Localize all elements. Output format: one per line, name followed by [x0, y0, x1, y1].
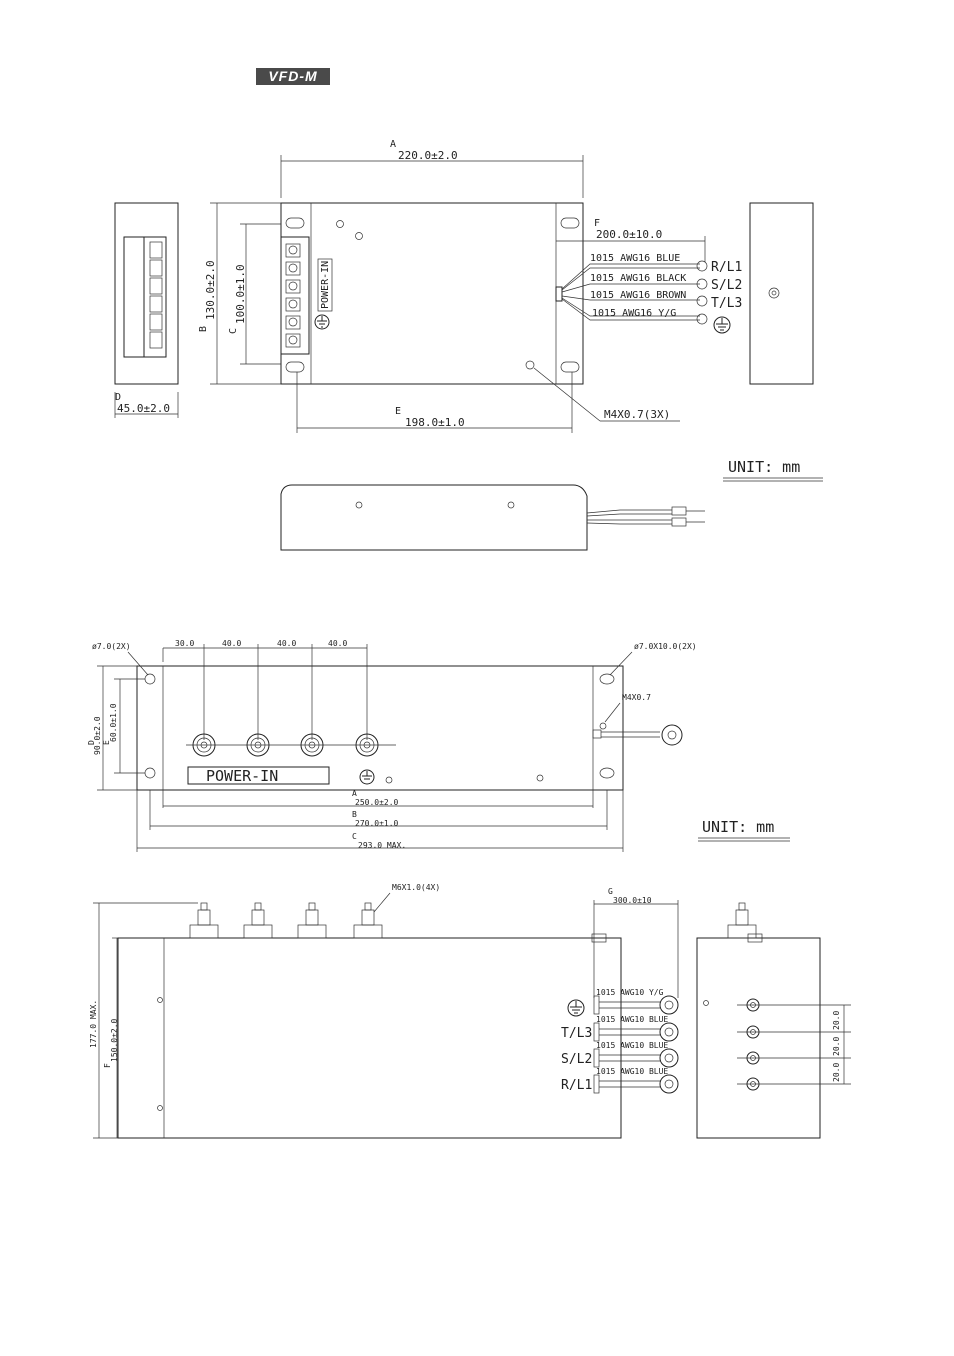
end-pitch-3: 20.0 — [832, 1063, 841, 1082]
dim-d2-value: 90.0±2.0 — [93, 716, 102, 755]
pitch-1: 30.0 — [175, 639, 194, 648]
terminal-r-l1: R/L1 — [711, 260, 742, 275]
dim-a-value: 220.0±2.0 — [398, 149, 458, 162]
terminal3-r-l1: R/L1 — [561, 1078, 592, 1093]
dim-b2-letter: B — [352, 810, 357, 819]
filter-body-top-view — [280, 202, 584, 385]
ground-symbol-icon — [314, 314, 330, 330]
drawing-3-large-filter-side: M6X1.0(4X) G 300.0±10 1015 AWG10 Y/G 101… — [89, 883, 851, 1139]
wire3-label-1: 1015 AWG10 Y/G — [596, 988, 664, 997]
unit-label-2: UNIT: mm — [702, 818, 774, 836]
brand-logo: VFD-M — [256, 68, 330, 85]
filter-side-view — [280, 484, 588, 551]
hole-callout-right: ø7.0X10.0(2X) — [634, 642, 697, 651]
terminal3-t-l3: T/L3 — [561, 1026, 592, 1041]
pitch-2: 40.0 — [222, 639, 241, 648]
right-end-view — [749, 202, 814, 385]
dim-g-value: 300.0±10 — [613, 896, 652, 905]
wire-label-3: 1015 AWG16 BROWN — [590, 290, 686, 301]
wire3-label-2: 1015 AWG10 BLUE — [596, 1015, 668, 1024]
drawing-2-large-filter-top: ø7.0(2X) ø7.0X10.0(2X) 30.0 40.0 40.0 40… — [87, 639, 790, 852]
dim-f3-letter: F — [103, 1063, 112, 1068]
power-in-label-2: POWER-IN — [206, 767, 278, 785]
power-in-label-1: POWER-IN — [320, 261, 331, 309]
ground-terminal-icon — [713, 316, 731, 334]
dim-b-letter: B — [198, 326, 209, 332]
dim-b-value: 130.0±2.0 — [204, 260, 217, 320]
dim-c-value: 100.0±1.0 — [234, 264, 247, 324]
wire-label-1: 1015 AWG16 BLUE — [590, 253, 680, 264]
terminal-s-l2: S/L2 — [711, 278, 742, 293]
screw-callout-2: M4X0.7 — [622, 693, 651, 702]
terminal-block-top — [280, 236, 310, 355]
dim-e-value: 198.0±1.0 — [405, 416, 465, 429]
dim-e-letter: E — [395, 406, 401, 417]
ground-terminal-icon-3 — [567, 999, 585, 1017]
end-pitch-1: 20.0 — [832, 1011, 841, 1030]
unit-label-1: UNIT: mm — [728, 458, 800, 476]
dim-e2-value: 60.0±1.0 — [109, 703, 118, 742]
bolt-studs — [189, 902, 383, 939]
bolt-callout: M6X1.0(4X) — [392, 883, 440, 892]
end-pitch-2: 20.0 — [832, 1037, 841, 1056]
dim-d2-letter: D — [87, 740, 96, 745]
terminal-t-l3: T/L3 — [711, 296, 742, 311]
dim-e2-letter: E — [102, 740, 111, 745]
terminal3-s-l2: S/L2 — [561, 1052, 592, 1067]
dim-a-letter: A — [390, 139, 396, 150]
wire3-label-3: 1015 AWG10 BLUE — [596, 1041, 668, 1050]
dim-c2-value: 293.0 MAX. — [358, 841, 406, 850]
filter-end-view — [696, 937, 821, 1139]
wire-label-2: 1015 AWG16 BLACK — [590, 273, 686, 284]
dim-f-letter: F — [594, 218, 600, 229]
cable-gland-icon — [768, 287, 780, 299]
mounting-hole — [525, 360, 535, 370]
drawing-1-small-filter: D 45.0±2.0 POWER-IN — [114, 139, 823, 551]
output-wires — [593, 995, 660, 1094]
dim-d-value: 45.0±2.0 — [117, 402, 170, 415]
wire3-label-4: 1015 AWG10 BLUE — [596, 1067, 668, 1076]
dim-g-letter: G — [608, 887, 613, 896]
ground-symbol-icon-2 — [359, 769, 375, 785]
screw-callout-1: M4X0.7(3X) — [604, 408, 670, 421]
pitch-4: 40.0 — [328, 639, 347, 648]
dim-c2-letter: C — [352, 832, 357, 841]
dim-a2-letter: A — [352, 789, 357, 798]
dim-f-value: 200.0±10.0 — [596, 228, 662, 241]
filter-body-side-view — [117, 937, 622, 1139]
left-end-view — [114, 202, 179, 385]
dim-d-letter: D — [115, 392, 121, 403]
dim-c-letter: C — [228, 328, 239, 334]
dim-b2-value: 270.0±1.0 — [355, 819, 399, 828]
dim-a2-value: 250.0±2.0 — [355, 798, 399, 807]
wire-bundle — [561, 263, 700, 321]
wire-label-4: 1015 AWG16 Y/G — [592, 308, 676, 319]
dim-f3-value: 150.0±2.0 — [110, 1018, 119, 1062]
pitch-3: 40.0 — [277, 639, 296, 648]
dim-total-height: 177.0 MAX. — [89, 1000, 98, 1048]
filter-body-top-view-2 — [136, 665, 624, 791]
hole-callout-left: ø7.0(2X) — [92, 642, 131, 651]
